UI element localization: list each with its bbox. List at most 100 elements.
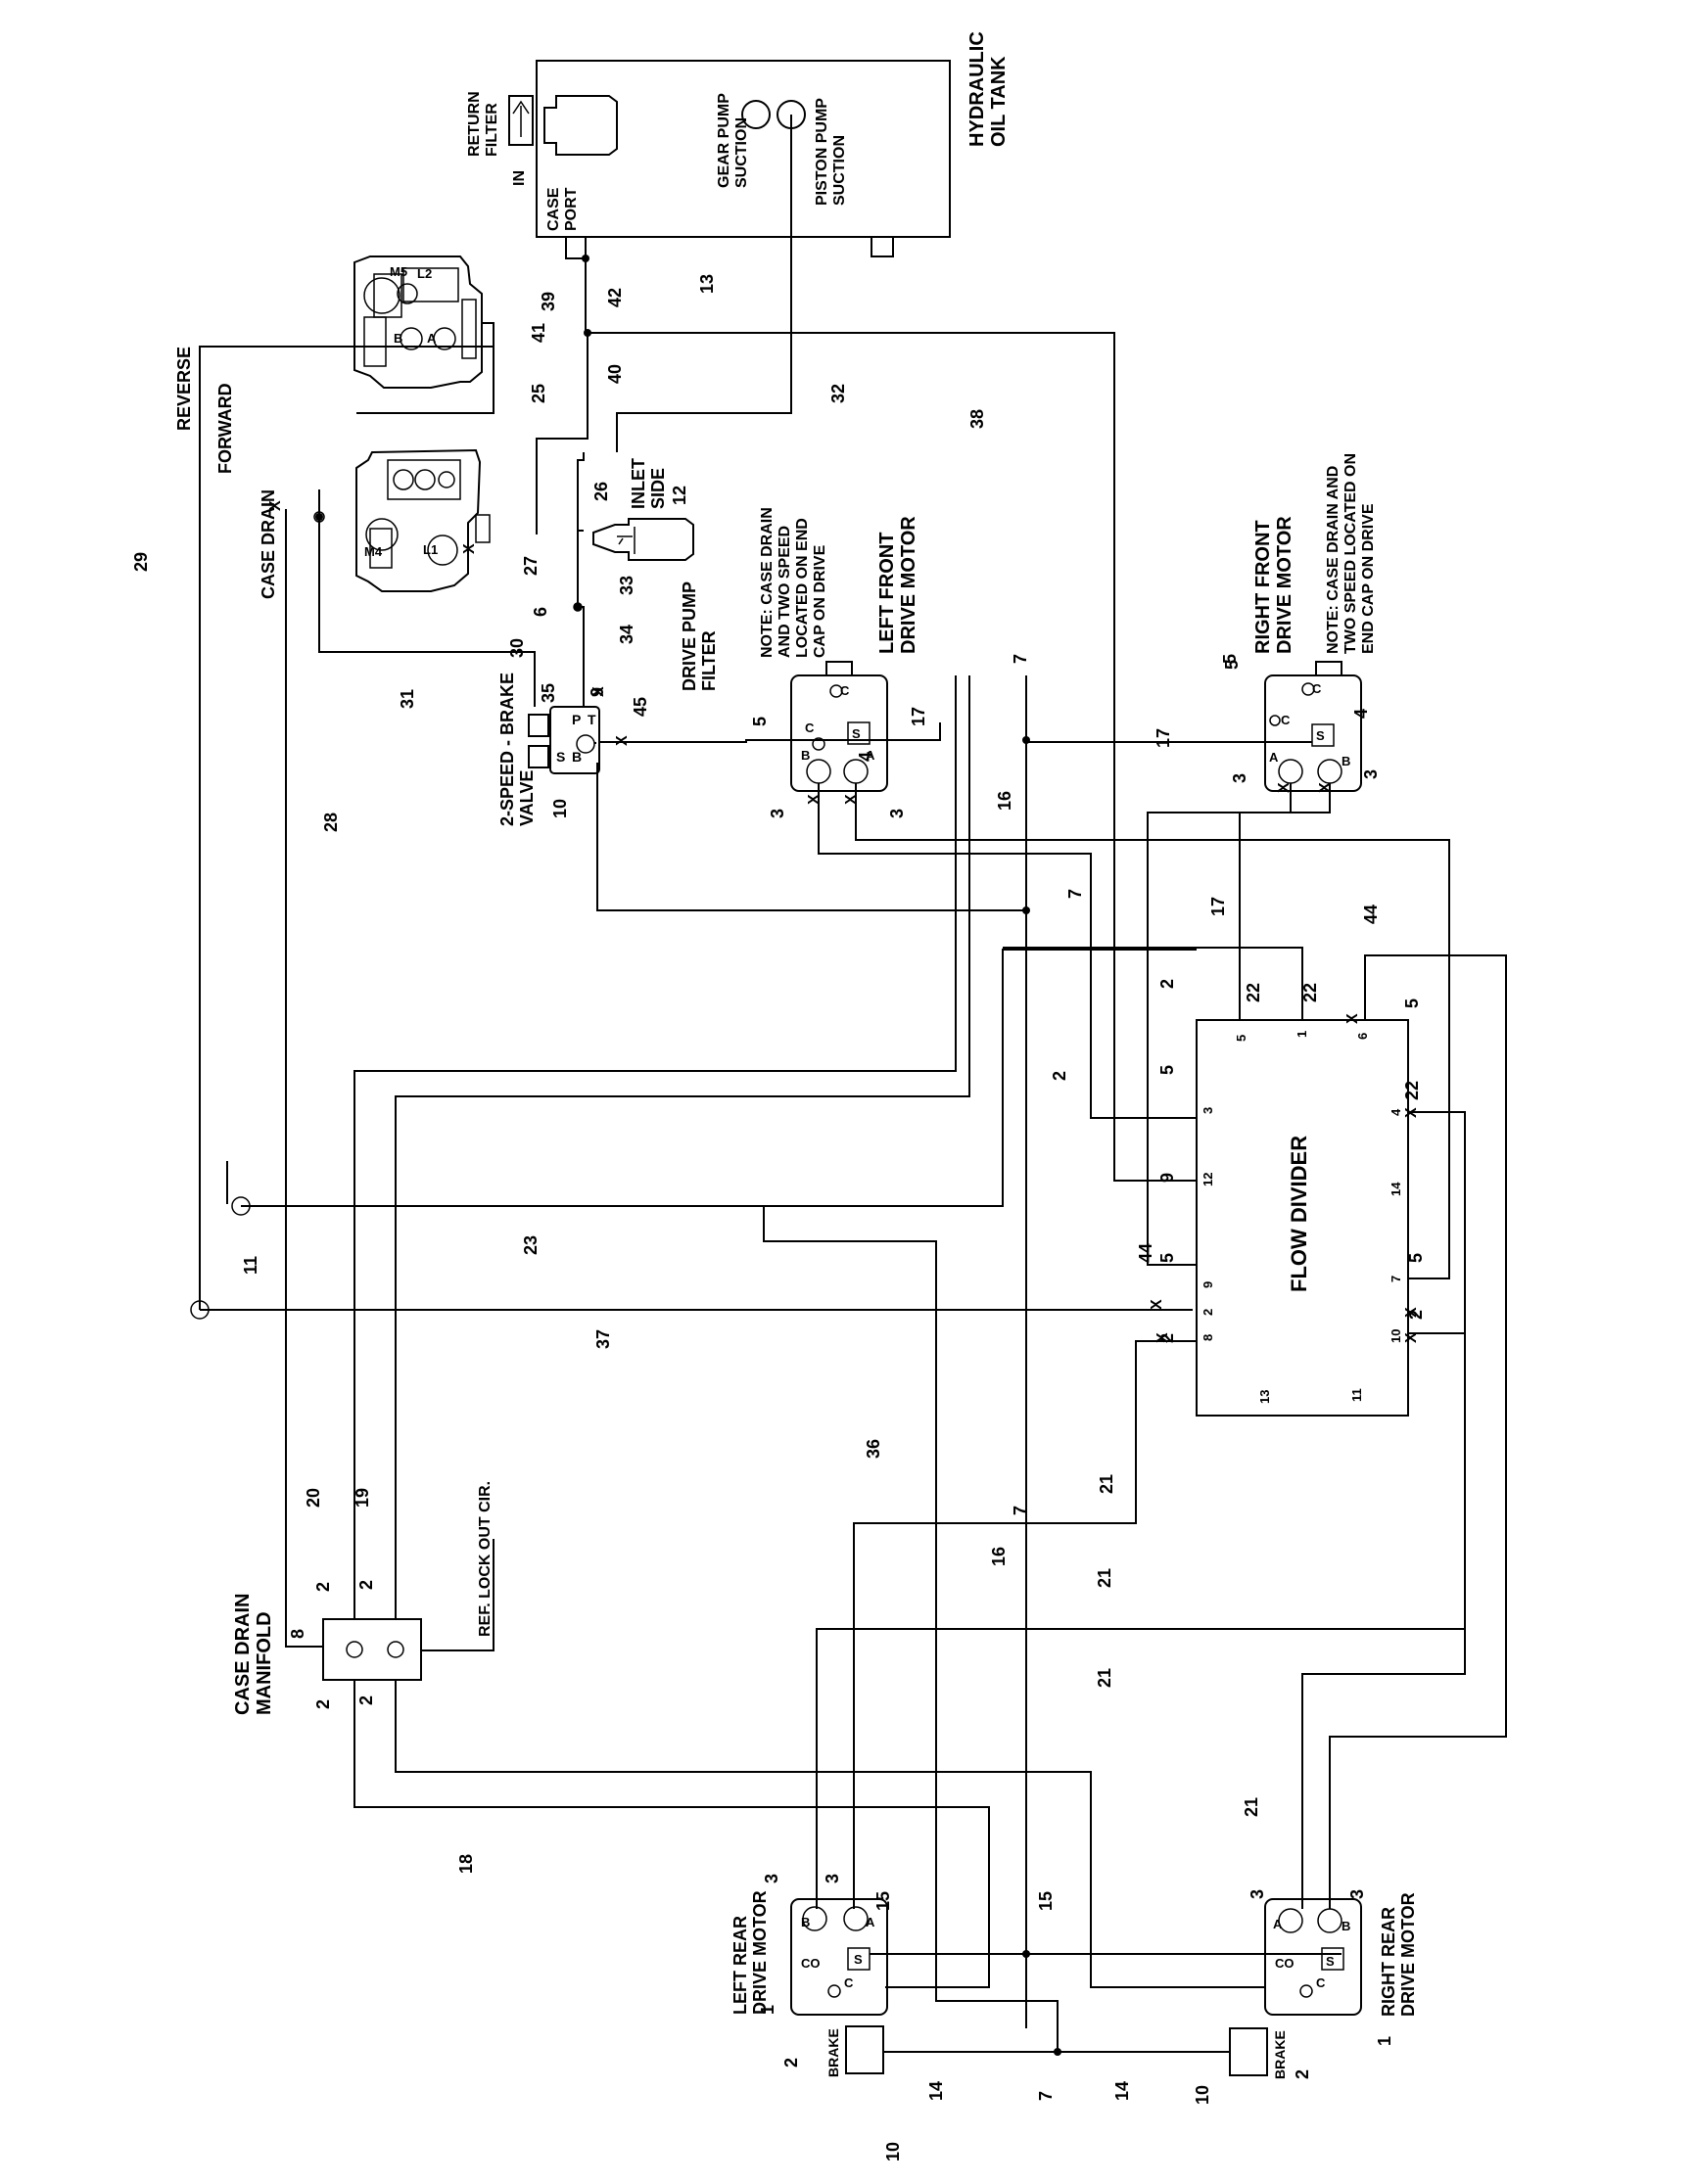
callout-number: 1 bbox=[1375, 2036, 1394, 2046]
callout-number: 14 bbox=[926, 2081, 946, 2101]
valve-port-p: P bbox=[572, 712, 581, 727]
left-front-drive-motor: C C S B A LEFT FRONTDRIVE MOTOR NOTE: CA… bbox=[759, 507, 919, 792]
callout-number: 30 bbox=[507, 638, 527, 658]
rr-port-s: S bbox=[1326, 1954, 1335, 1969]
line-3-lf-b bbox=[818, 783, 1197, 1119]
tank-case-port-fitting bbox=[565, 236, 587, 259]
callout-number: 33 bbox=[617, 576, 636, 595]
flow-divider: FLOW DIVIDER 5 1 6 3 4 12 14 9 7 2 8 10 … bbox=[1196, 1019, 1409, 1417]
callout-number: 15 bbox=[873, 1891, 893, 1911]
two-speed-brake-valve: P T B S 2-SPEED - BRAKEVALVE bbox=[497, 673, 600, 826]
return-filter-element bbox=[543, 95, 618, 156]
right-front-drive-motor: C C S A B RIGHT FRONTDRIVE MOTOR NOTE: C… bbox=[1252, 453, 1377, 792]
callout-number: 3 bbox=[1230, 773, 1249, 783]
line-30-34 bbox=[577, 531, 585, 707]
callout-number: 9 bbox=[1157, 1173, 1177, 1183]
lr-motor-title: LEFT REARDRIVE MOTOR bbox=[730, 1890, 770, 2015]
rf-port-s: S bbox=[1316, 728, 1325, 743]
case-drain-manifold: CASE DRAINMANIFOLD REF. LOCK OUT CIR. bbox=[232, 1481, 494, 1715]
line-26-27 bbox=[577, 452, 585, 532]
filter-title: DRIVE PUMPFILTER bbox=[680, 581, 719, 691]
flow-divider-title: FLOW DIVIDER bbox=[1287, 1136, 1311, 1292]
brake-valve-title: 2-SPEED - BRAKEVALVE bbox=[497, 673, 537, 826]
line-fitting bbox=[573, 602, 583, 612]
callout-number: 5 bbox=[1157, 1253, 1177, 1263]
rr-port-b: B bbox=[1342, 1919, 1350, 1933]
plug-marker: X bbox=[843, 794, 860, 805]
callout-number: 5 bbox=[1157, 1065, 1177, 1075]
junction-dot bbox=[1054, 2048, 1061, 2056]
brakes: BRAKE BRAKE bbox=[825, 2025, 1288, 2079]
callout-number: 44 bbox=[1361, 905, 1381, 924]
line-fitting bbox=[231, 1196, 251, 1216]
callout-number: 2 bbox=[781, 2058, 801, 2068]
callout-number: 21 bbox=[1097, 1474, 1116, 1494]
callout-number: 37 bbox=[593, 1329, 613, 1349]
callout-number: 14 bbox=[1112, 2081, 1132, 2101]
line-20 bbox=[353, 675, 957, 1619]
callout-number: 2 bbox=[356, 1696, 376, 1705]
fd-port-3: 3 bbox=[1201, 1107, 1215, 1114]
rf-port-b: B bbox=[1342, 754, 1350, 768]
callout-number: 10 bbox=[1193, 2085, 1212, 2105]
fd-port-10: 10 bbox=[1389, 1329, 1403, 1343]
callout-number: 4 bbox=[856, 752, 875, 762]
fd-port-13: 13 bbox=[1257, 1390, 1272, 1404]
callout-number: 40 bbox=[605, 364, 625, 384]
callout-number: 28 bbox=[321, 813, 341, 832]
callout-number: 5 bbox=[1220, 654, 1240, 664]
rf-port-a: A bbox=[1269, 750, 1279, 765]
fd-port-2: 2 bbox=[1201, 1309, 1215, 1316]
lf-port-s: S bbox=[852, 726, 861, 741]
callout-number: 2 bbox=[313, 1582, 333, 1592]
lf-motor-title: LEFT FRONTDRIVE MOTOR bbox=[876, 516, 919, 654]
callout-number: 7 bbox=[1036, 2091, 1056, 2101]
callout-number: 23 bbox=[521, 1235, 541, 1255]
return-filter-label: RETURNFILTER bbox=[466, 91, 500, 157]
junction-dot bbox=[1022, 736, 1030, 744]
line-18-rr bbox=[395, 1680, 1265, 1988]
callout-number: 7 bbox=[1065, 889, 1085, 899]
return-filter-arrow-icon bbox=[512, 100, 530, 137]
fd-port-4: 4 bbox=[1389, 1108, 1403, 1116]
callout-number: 22 bbox=[1402, 1081, 1422, 1100]
right-brake-label: BRAKE bbox=[1272, 2030, 1288, 2079]
lock-out-circuit-ref: REF. LOCK OUT CIR. bbox=[477, 1481, 494, 1637]
line-28 bbox=[285, 509, 323, 1648]
right-rear-drive-motor: A B CO S C RIGHT REARDRIVE MOTOR bbox=[1264, 1892, 1418, 2017]
callout-number: 3 bbox=[1361, 769, 1381, 779]
pump-port-l2: L2 bbox=[417, 266, 432, 281]
callout-number: 2 bbox=[1157, 1333, 1177, 1343]
callout-number: 3 bbox=[887, 809, 907, 818]
lf-motor-note: NOTE: CASE DRAINAND TWO SPEED LOCATED ON… bbox=[759, 507, 828, 658]
rf-port-c2: C bbox=[1281, 713, 1291, 727]
junction-dots bbox=[315, 255, 1061, 2056]
plug-marker: X bbox=[590, 686, 607, 697]
callout-number: 2 bbox=[1157, 979, 1177, 989]
callout-number: 22 bbox=[1244, 983, 1263, 1002]
line-ref-lockout bbox=[421, 1539, 494, 1651]
line-23 bbox=[241, 949, 1197, 1207]
junction-dot bbox=[1022, 1950, 1030, 1958]
drive-pump-filter: INLETSIDE DRIVE PUMPFILTER bbox=[592, 458, 719, 691]
rr-port-co: CO bbox=[1275, 1956, 1295, 1971]
line-19 bbox=[395, 675, 970, 1619]
rr-motor-title: RIGHT REARDRIVE MOTOR bbox=[1379, 1892, 1418, 2017]
pump-port-m5: M5 bbox=[390, 264, 407, 279]
callout-number: 16 bbox=[989, 1547, 1009, 1566]
callout-number: 3 bbox=[768, 809, 787, 818]
case-port-label: CASEPORT bbox=[545, 187, 580, 231]
callout-number: 2 bbox=[1406, 1310, 1426, 1320]
line-2-4 bbox=[1301, 1111, 1466, 1909]
callout-number: 21 bbox=[1095, 1568, 1114, 1588]
fd-port-12: 12 bbox=[1201, 1173, 1215, 1186]
line-38 bbox=[588, 332, 1197, 1182]
line-22-rf-a bbox=[1147, 783, 1292, 1266]
plug-marker: X bbox=[1276, 782, 1293, 793]
plug-marker: X bbox=[1149, 1299, 1165, 1310]
callout-number: 4 bbox=[1351, 709, 1371, 719]
line-31 bbox=[318, 489, 536, 707]
callout-number: 10 bbox=[550, 799, 570, 818]
pump-port-m4: M4 bbox=[364, 544, 383, 559]
